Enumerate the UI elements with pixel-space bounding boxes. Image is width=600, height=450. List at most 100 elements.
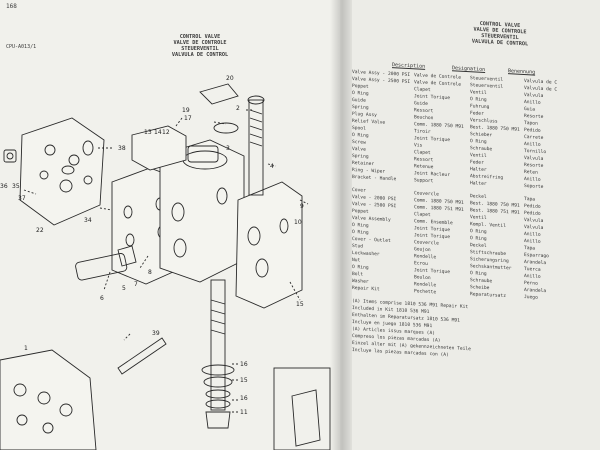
callout-37: 38 xyxy=(118,145,126,152)
callout-17: 15 xyxy=(296,301,304,308)
page-code: CPU-A013/1 xyxy=(6,44,37,50)
table-cell: Reten xyxy=(524,170,538,176)
table-cell: Vis xyxy=(414,143,423,149)
table-cell: Clapet xyxy=(414,87,431,94)
table-cell: Couvercle xyxy=(414,240,439,247)
book-gutter xyxy=(330,0,352,450)
callout-10: 10 xyxy=(294,219,302,226)
table-cell: Resorte xyxy=(524,114,544,121)
callout-2: 2 xyxy=(236,105,240,112)
table-cell: Verschluss xyxy=(470,118,498,125)
table-cell: Ventil xyxy=(470,90,487,97)
table-cell: O Ring xyxy=(470,236,487,243)
table-cell: O Ring xyxy=(352,91,369,97)
table-cell: Sechskantmutter xyxy=(470,264,512,272)
table-cell: Nut xyxy=(352,258,361,264)
callout-14: 14 xyxy=(154,129,162,136)
table-cell: Relief Valve xyxy=(352,119,386,126)
table-cell: Scheibe xyxy=(470,285,490,292)
table-cell: Arandela xyxy=(524,260,547,267)
table-cell: Esparrago xyxy=(524,253,549,260)
table-cell: Plug Assy xyxy=(352,112,377,119)
table-cell: Fuhrung xyxy=(470,104,490,111)
table-cell: Valve - 2500 PSI xyxy=(352,202,397,210)
left-title-line: VALVE DE CONTROLE xyxy=(173,40,227,46)
table-cell: Joint Torique xyxy=(414,94,450,102)
callout-39: 39 xyxy=(152,330,160,337)
left-page: 168 CPU-A013/1 CONTROL VALVE VALVE DE CO… xyxy=(0,0,345,450)
table-cell: Poppet xyxy=(352,84,369,90)
callout-13: 13 xyxy=(144,129,152,136)
table-cell: Deckel xyxy=(470,243,487,250)
table-cell: Support xyxy=(414,178,434,185)
callout-34: 34 xyxy=(84,217,92,224)
exploded-valve-diagram: 38 36 35 37 22 34 6 5 7 8 13 14 12 19 17… xyxy=(0,75,331,450)
table-cell: Pedido xyxy=(524,204,541,210)
table-cell: Anillo xyxy=(524,142,541,148)
right-page xyxy=(340,0,600,450)
table-cell: Valvula xyxy=(524,156,544,163)
table-cell: Guide xyxy=(414,101,428,107)
callout-36: 36 xyxy=(0,183,8,190)
table-cell: Couvercle xyxy=(414,191,439,198)
table-cell: Clapet xyxy=(414,212,431,219)
table-cell: Joint Racleur xyxy=(414,171,450,179)
table-cell: Deckel xyxy=(470,194,487,201)
table-cell: O Ring xyxy=(470,229,487,236)
table-cell: Spool xyxy=(352,126,366,132)
table-cell: Comm. Ensemble xyxy=(414,219,453,227)
table-cell: Pochette xyxy=(414,289,437,296)
table-cell: Cover - Outlet xyxy=(352,237,391,245)
column-header: Designation xyxy=(452,65,486,73)
table-cell: Pedido xyxy=(524,128,541,134)
table-cell: Valvula xyxy=(524,218,544,225)
table-cell: Tuerca xyxy=(524,267,541,273)
table-cell: Bracket - Handle xyxy=(352,175,397,183)
table-cell: Valve de Controle xyxy=(414,73,462,81)
table-cell: O Ring xyxy=(470,271,487,278)
table-cell: Tapa xyxy=(524,246,536,252)
table-cell: Reparatursatz xyxy=(470,292,506,300)
table-cell: O Ring xyxy=(352,265,369,271)
callout-38: 37 xyxy=(18,195,26,202)
callout-20: 17 xyxy=(184,115,192,122)
table-cell: Joint Torique xyxy=(414,226,450,234)
table-cell: Abstreifring xyxy=(470,174,504,181)
table-cell: Sicherungsring xyxy=(470,257,509,265)
column-header: Benennung xyxy=(508,68,536,76)
table-cell: Ressort xyxy=(414,157,434,164)
callout-12: 12 xyxy=(162,129,170,136)
table-cell: Halter xyxy=(470,181,487,188)
table-cell: Lockwasher xyxy=(352,251,380,258)
table-cell: Retainer xyxy=(352,161,375,168)
table-cell: Spring xyxy=(352,105,369,111)
table-cell: Joint Torique xyxy=(414,136,450,144)
table-cell: Joint Torique xyxy=(414,268,450,276)
column-header: Description xyxy=(392,62,426,70)
table-cell: Schraube xyxy=(470,146,493,153)
table-cell: Perno xyxy=(524,281,538,287)
table-cell: Guide xyxy=(352,98,366,104)
table-cell: Stud xyxy=(352,244,364,250)
table-cell: Anillo xyxy=(524,232,541,238)
table-cell: Feder xyxy=(470,160,484,166)
table-cell: Rondelle xyxy=(414,282,437,289)
table-cell: Rondelle xyxy=(414,254,437,261)
table-cell: O Ring xyxy=(352,223,369,229)
table-cell: O Ring xyxy=(470,97,487,104)
table-cell: Valve Assembly xyxy=(352,216,391,224)
table-cell: Tiroir xyxy=(414,129,431,136)
callout-7: 7 xyxy=(134,281,138,288)
left-title-line: STEUERVENTIL xyxy=(181,46,219,52)
table-cell: Retenue xyxy=(414,164,434,171)
table-cell: Valve xyxy=(352,147,366,153)
table-cell: Stiftschraube xyxy=(470,250,506,258)
table-cell: Steuerventil xyxy=(470,83,504,90)
callout-1: 1 xyxy=(24,345,28,352)
left-title-line: CONTROL VALVE xyxy=(179,34,221,40)
callout-5: 5 xyxy=(122,285,126,292)
table-cell: Clapet xyxy=(414,150,431,157)
callout-4: 4 xyxy=(270,163,274,170)
